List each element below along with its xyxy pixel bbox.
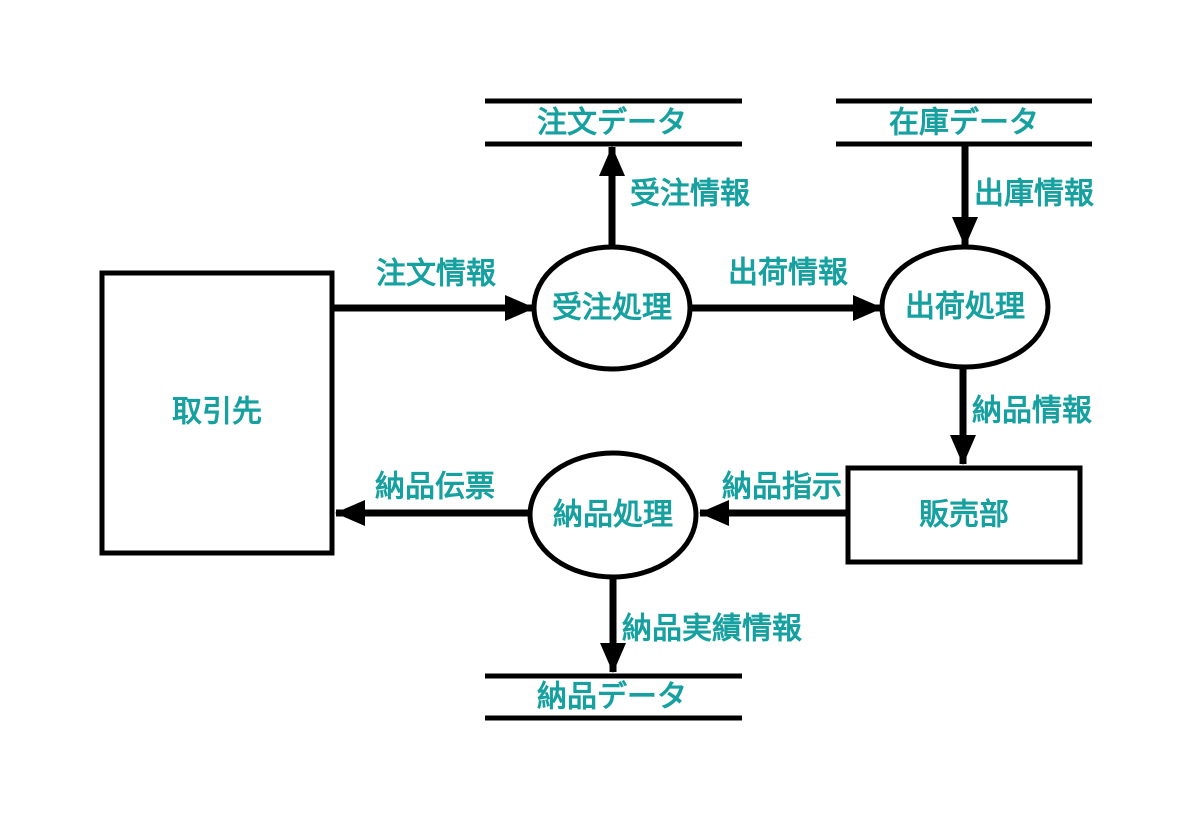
flows <box>332 146 978 673</box>
process-juchu-shori: 受注処理 <box>531 244 693 372</box>
entity-hanbaibu: 販売部 <box>845 465 1083 565</box>
datastore-nohin-data: 納品データ <box>485 673 742 721</box>
process-ellipse <box>527 450 699 580</box>
entity-torihikisaki-label: 取引先 <box>172 396 262 429</box>
process-juchu-shori-label: 受注処理 <box>552 292 672 325</box>
flow-label-shukko-joho: 出庫情報 <box>974 178 1095 211</box>
flow-labels: 注文情報 受注情報 出荷情報 出庫情報 納品情報 納品指示 納品伝票 納品実績情… <box>375 178 1095 646</box>
process-shukka-shori-label: 出荷処理 <box>905 291 1025 324</box>
entity-rect <box>99 270 335 556</box>
flow-label-nohin-denpyo: 納品伝票 <box>375 471 495 504</box>
process-nohin-shori: 納品処理 <box>527 450 699 580</box>
entity-rect <box>845 465 1083 565</box>
datastore-chumon-data: 注文データ <box>485 98 742 147</box>
flow-label-chumon-joho: 注文情報 <box>376 257 497 291</box>
process-ellipse <box>879 244 1051 370</box>
datastore-chumon-data-label: 注文データ <box>537 106 687 140</box>
process-shukka-shori: 出荷処理 <box>879 244 1051 370</box>
datastore-nohin-data-label: 納品データ <box>537 680 687 714</box>
flow-label-nohin-shiji: 納品指示 <box>722 471 842 504</box>
datastore-zaiko-data-label: 在庫データ <box>889 106 1039 140</box>
datastore-zaiko-data: 在庫データ <box>836 98 1092 147</box>
entity-torihikisaki: 取引先 <box>99 270 335 556</box>
entity-hanbaibu-label: 販売部 <box>919 498 1009 532</box>
flow-label-juchu-joho: 受注情報 <box>630 178 751 211</box>
flow-label-nohin-jisseki-joho: 納品実績情報 <box>622 613 803 646</box>
flow-label-shukka-joho: 出荷情報 <box>728 257 849 290</box>
process-nohin-shori-label: 納品処理 <box>553 499 673 532</box>
process-ellipse <box>531 244 693 372</box>
flow-label-nohin-joho: 納品情報 <box>972 395 1093 428</box>
